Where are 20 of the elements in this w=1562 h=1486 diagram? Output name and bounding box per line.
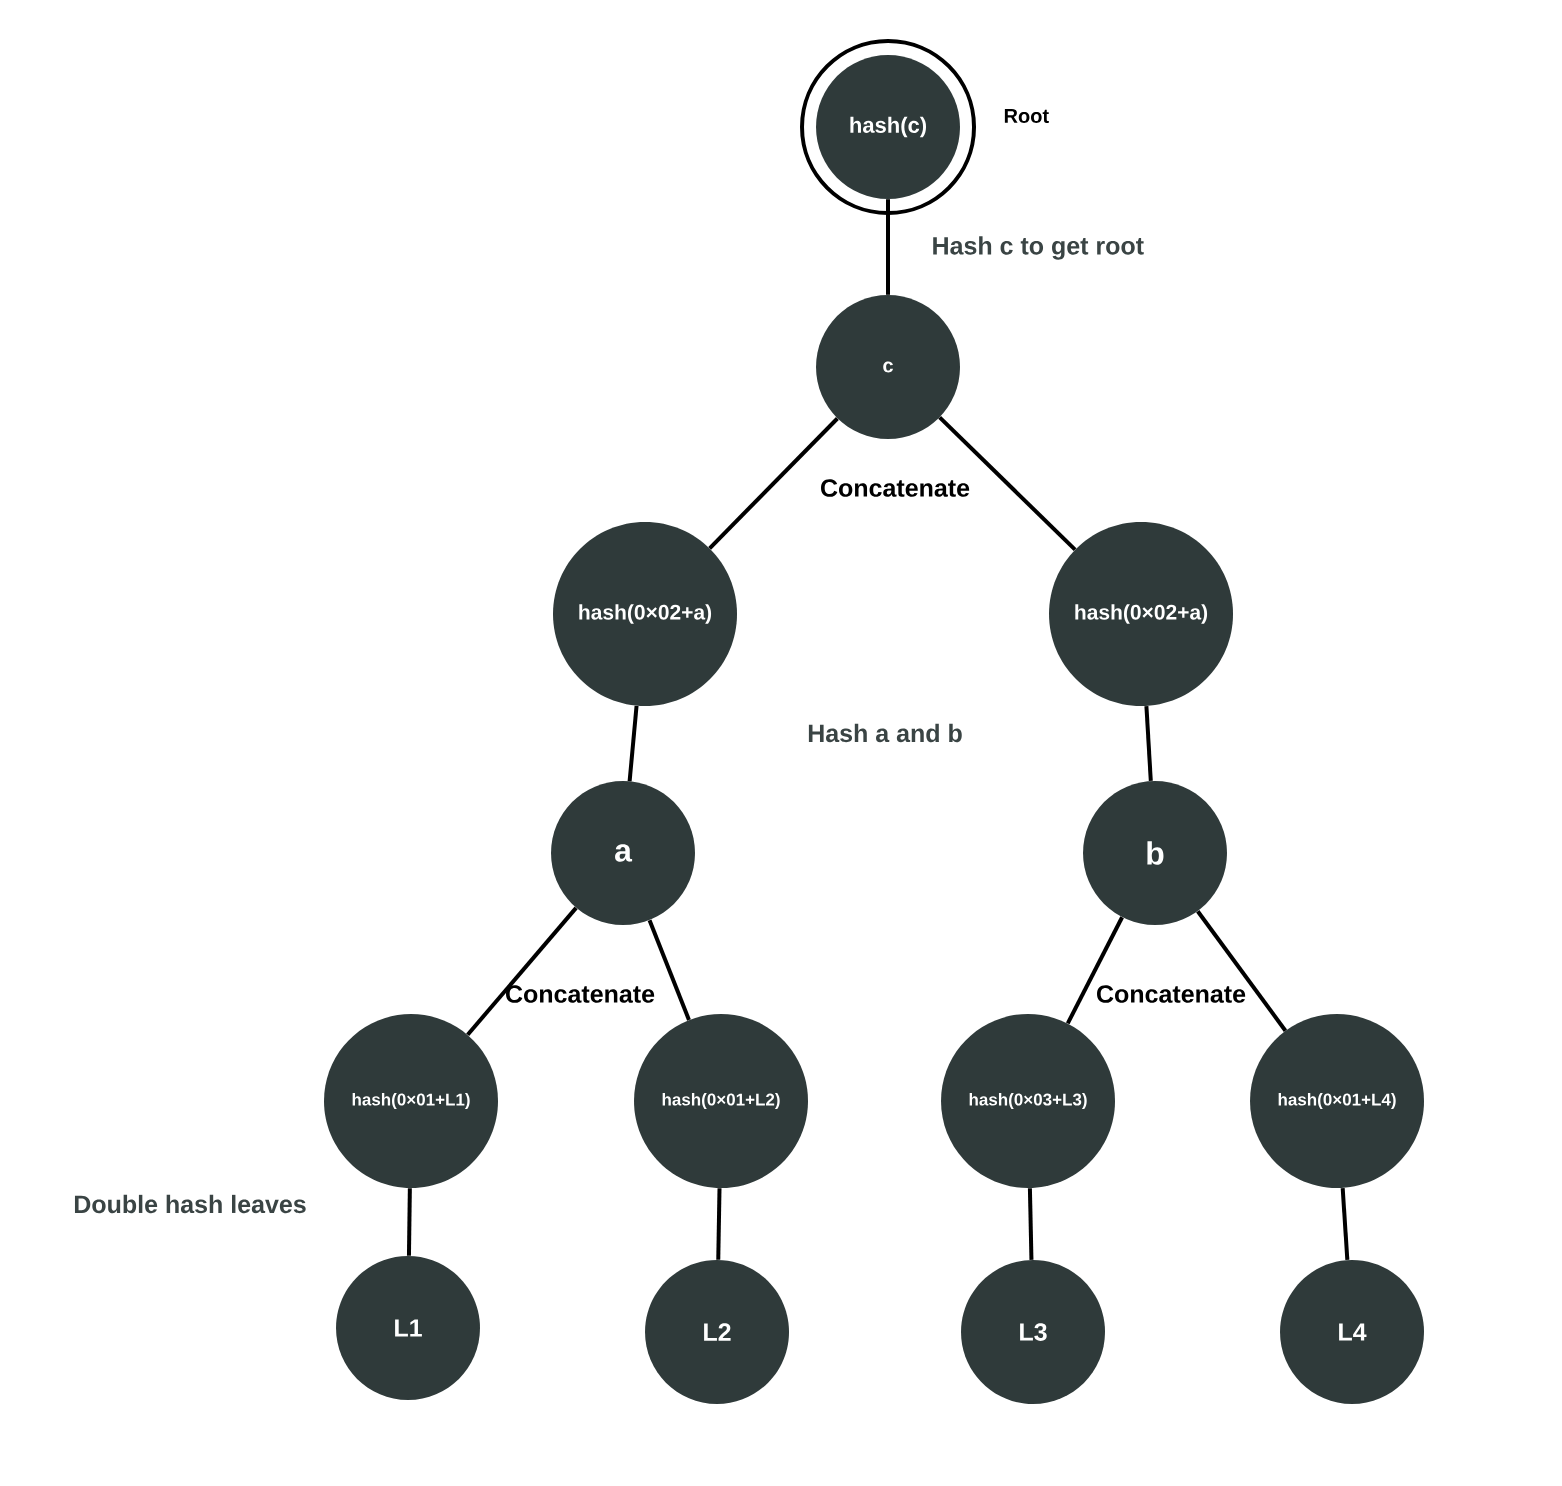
connector-line (1196, 910, 1288, 1032)
step-label: Concatenate (506, 985, 655, 1003)
connector-line (627, 705, 639, 782)
connector-line (1340, 1187, 1350, 1261)
connector-line (647, 919, 691, 1021)
connector-line (886, 199, 890, 295)
connector-line (938, 416, 1077, 552)
connector-line (1066, 916, 1124, 1025)
connector-line (708, 417, 839, 550)
step-label: Concatenate (1097, 985, 1246, 1003)
step-label: Hash c to get root (933, 236, 1144, 260)
connector-line (406, 1188, 412, 1256)
connector-line (466, 906, 578, 1037)
connector-line (716, 1188, 722, 1260)
connector-line (1144, 705, 1153, 782)
node-caption: Root (1004, 109, 1049, 123)
connector-line (1027, 1188, 1034, 1260)
step-label: Double hash leaves (74, 1194, 306, 1214)
step-label: Concatenate (821, 479, 970, 497)
step-label: Hash a and b (808, 723, 962, 743)
